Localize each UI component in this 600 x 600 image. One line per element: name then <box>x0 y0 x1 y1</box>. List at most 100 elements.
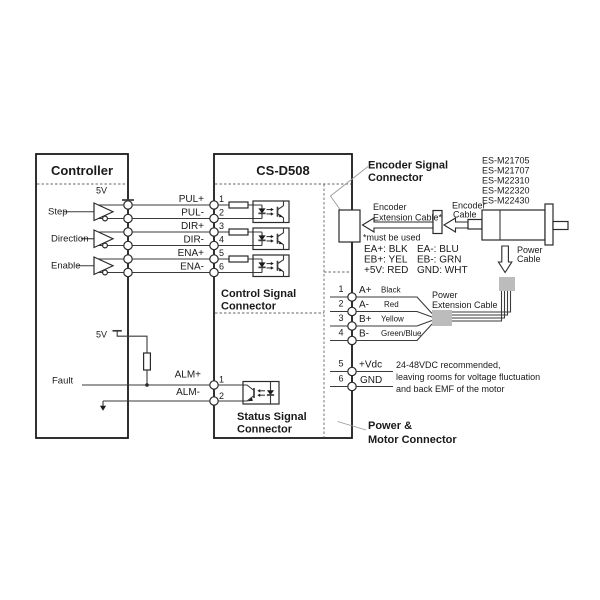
motor-shaft <box>552 220 569 231</box>
controller-box <box>35 153 129 439</box>
pin-number: 6 <box>219 262 224 272</box>
wire-color-code: EA+: BLK <box>364 244 408 255</box>
signal-label: ALM+ <box>175 370 202 381</box>
pin-circle <box>347 292 357 302</box>
encoder-connector-label: Encoder Signal <box>368 160 448 172</box>
ground-arrow-icon <box>99 405 107 411</box>
pin-circle <box>347 335 357 346</box>
pin-number: 3 <box>338 313 343 323</box>
driver-title: CS-D508 <box>256 163 309 178</box>
wire-color-name: Yellow <box>381 315 404 324</box>
pin-number: 6 <box>338 374 343 384</box>
motor-body <box>481 209 546 241</box>
power-cable-arrow <box>497 245 513 274</box>
encoder-extension-note: *must be used <box>363 233 421 243</box>
signal-label: ALM- <box>176 387 200 398</box>
power-motor-connector-label: Motor Connector <box>368 434 457 446</box>
pin-number: 3 <box>219 221 224 231</box>
motor-wire <box>452 291 506 319</box>
pin-number: 5 <box>338 359 343 369</box>
pin-number: 2 <box>219 391 224 401</box>
power-note: 24-48VDC recommended, <box>396 360 501 370</box>
alm-plus-wire <box>82 384 255 391</box>
motor-encoder-stub <box>467 218 483 230</box>
signal-label: PUL- <box>181 208 204 219</box>
wire-color-name: Red <box>384 300 399 309</box>
encoder-leader-line <box>329 166 369 210</box>
pin-circle <box>347 306 357 317</box>
pin-circle <box>347 366 357 377</box>
pin-number: 4 <box>338 328 343 338</box>
encoder-extension-label: Extension Cable* <box>373 213 443 223</box>
motor-model: ES-M21705 <box>482 156 530 166</box>
power-extension-connector-block <box>432 310 452 326</box>
supply-label: 5V <box>96 186 107 196</box>
encoder-inline-connector <box>432 209 443 235</box>
emitter-arrow-icon <box>247 397 253 402</box>
signal-label: ENA- <box>180 262 204 273</box>
input-label-enable: Enable <box>51 261 81 272</box>
phase-wire-a-plus <box>330 296 433 314</box>
wire-color-code: EA-: BLU <box>417 244 459 255</box>
phase-label: B+ <box>359 314 372 325</box>
led-icon <box>266 390 275 395</box>
light-arrow-icon <box>257 389 261 393</box>
wire-color-name: Black <box>381 286 402 295</box>
power-extension-label: Power <box>432 290 458 300</box>
signal-label: DIR- <box>183 235 204 246</box>
input-label-step: Step <box>48 207 68 218</box>
power-motor-connector-label: Power & <box>368 420 412 432</box>
phase-label: A+ <box>359 285 372 296</box>
encoder-cable-label: Cable <box>453 210 477 220</box>
phase-wire-b-minus <box>330 323 433 342</box>
light-arrow-icon <box>257 393 261 397</box>
motor-wire <box>452 291 509 316</box>
encoder-cable-arrow <box>442 217 469 233</box>
phase-label: B- <box>359 329 369 340</box>
motor-model: ES-M22310 <box>482 176 530 186</box>
fault-label: Fault <box>52 376 73 387</box>
pin-number: 1 <box>219 194 224 204</box>
alm-minus-wire <box>103 395 255 402</box>
phase-label: GND <box>360 375 382 386</box>
pin-number: 2 <box>219 208 224 218</box>
pullup-resistor <box>143 352 152 371</box>
signal-label: PUL+ <box>179 194 204 205</box>
motor-cable-connector-block <box>499 277 515 291</box>
control-connector-label: Connector <box>221 301 277 313</box>
status-connector-label: Status Signal <box>237 411 307 423</box>
encoder-connector-label: Connector <box>368 172 424 184</box>
wire-color-code: +5V: RED <box>364 265 408 276</box>
motor-flange <box>544 203 554 246</box>
status-optocoupler-box <box>242 380 280 405</box>
encoder-signal-connector <box>338 209 361 243</box>
signal-label: ENA+ <box>178 248 205 259</box>
pin-number: 5 <box>219 248 224 258</box>
control-connector-label: Control Signal <box>221 288 296 300</box>
motor-model: ES-M22430 <box>482 196 530 206</box>
pin-circle <box>209 396 219 406</box>
power-cable-label: Cable <box>517 254 541 264</box>
pin-circle <box>347 321 357 331</box>
pin-circle <box>347 381 357 392</box>
wire-color-name: Green/Blue <box>381 329 422 338</box>
power-cable-label: Power <box>517 245 543 255</box>
encoder-extension-label: Encoder <box>373 202 407 212</box>
encoder-cable-label: Encoder <box>452 201 486 211</box>
phase-label: A- <box>359 300 369 311</box>
controller-title: Controller <box>51 163 113 178</box>
status-connector-label: Connector <box>237 424 293 436</box>
pin-number: 1 <box>338 284 343 294</box>
wire-color-code: GND: WHT <box>417 265 468 276</box>
fault-supply-label: 5V <box>96 330 107 340</box>
motor-model: ES-M21707 <box>482 166 530 176</box>
wire-color-code: EB-: GRN <box>417 255 461 266</box>
signal-label: DIR+ <box>181 221 204 232</box>
power-extension-label: Extension Cable <box>432 300 498 310</box>
motor-model: ES-M22320 <box>482 186 530 196</box>
phase-wire-b-plus <box>330 319 433 327</box>
motor-wire <box>452 291 503 322</box>
pin-circle <box>209 380 219 390</box>
pin-number: 4 <box>219 235 224 245</box>
